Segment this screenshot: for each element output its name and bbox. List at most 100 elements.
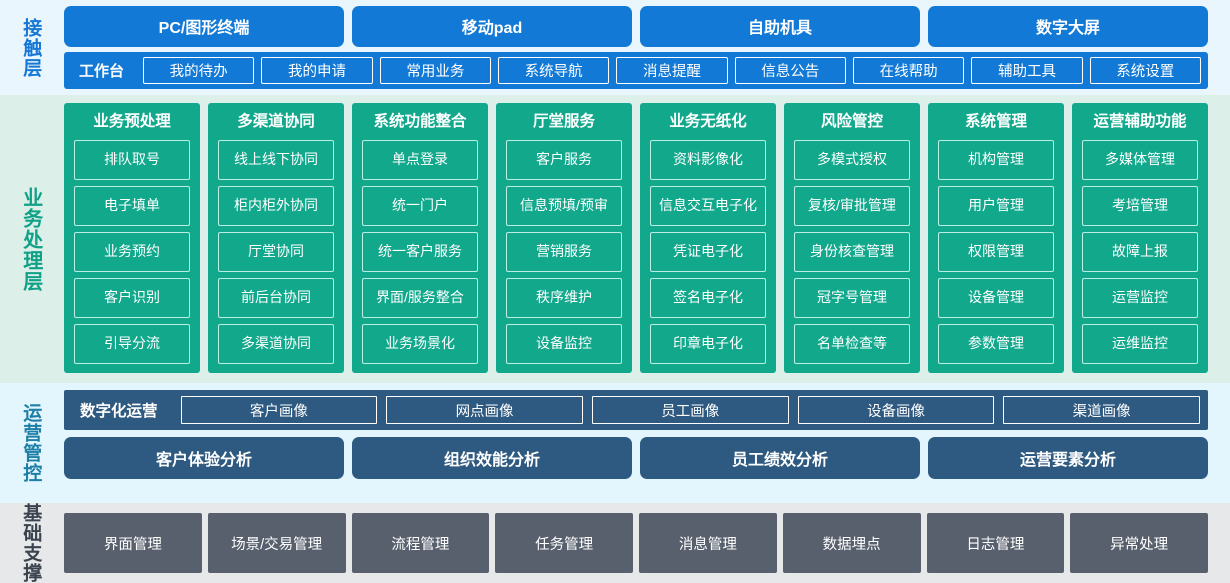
business-column-pre-processing: 业务预处理 排队取号 电子填单 业务预约 客户识别 引导分流 bbox=[64, 103, 200, 373]
business-item[interactable]: 设备管理 bbox=[938, 278, 1054, 318]
touch-layer-body: PC/图形终端 移动pad 自助机具 数字大屏 工作台 我的待办 我的申请 常用… bbox=[60, 0, 1230, 95]
workbench-item-aux-tools[interactable]: 辅助工具 bbox=[971, 56, 1083, 84]
foundation-item-scenario-transaction-management[interactable]: 场景/交易管理 bbox=[207, 513, 346, 573]
digital-operations-bar: 数字化运营 客户画像 网点画像 员工画像 设备画像 渠道画像 bbox=[64, 390, 1208, 430]
channel-label: 数字大屏 bbox=[1035, 20, 1100, 38]
business-item[interactable]: 线上线下协同 bbox=[218, 140, 334, 180]
analysis-row: 客户体验分析 组织效能分析 员工绩效分析 运营要素分析 bbox=[64, 437, 1208, 479]
business-item[interactable]: 印章电子化 bbox=[650, 324, 766, 364]
business-item[interactable]: 故障上报 bbox=[1082, 232, 1198, 272]
foundation-item-data-tracking[interactable]: 数据埋点 bbox=[782, 513, 921, 573]
channel-label: PC/图形终端 bbox=[158, 20, 250, 38]
business-item[interactable]: 业务预约 bbox=[74, 232, 190, 272]
business-item[interactable]: 排队取号 bbox=[74, 140, 190, 180]
business-item[interactable]: 引导分流 bbox=[74, 324, 190, 364]
business-column-risk-control: 风险管控 多模式授权 复核/审批管理 身份核查管理 冠字号管理 名单检查等 bbox=[784, 103, 920, 373]
business-column-title: 多渠道协同 bbox=[237, 113, 315, 130]
business-column-title: 业务预处理 bbox=[93, 113, 171, 130]
business-item[interactable]: 多模式授权 bbox=[794, 140, 910, 180]
business-item[interactable]: 名单检查等 bbox=[794, 324, 910, 364]
workbench-item-system-settings[interactable]: 系统设置 bbox=[1089, 56, 1201, 84]
business-item[interactable]: 业务场景化 bbox=[362, 324, 478, 364]
business-item[interactable]: 复核/审批管理 bbox=[794, 186, 910, 226]
business-item[interactable]: 运营监控 bbox=[1082, 278, 1198, 318]
portrait-item-employee[interactable]: 员工画像 bbox=[591, 396, 789, 424]
business-column-title: 运营辅助功能 bbox=[1093, 113, 1187, 130]
business-item[interactable]: 统一门户 bbox=[362, 186, 478, 226]
foundation-item-process-management[interactable]: 流程管理 bbox=[351, 513, 490, 573]
workbench-title: 工作台 bbox=[79, 62, 125, 80]
business-item[interactable]: 柜内柜外协同 bbox=[218, 186, 334, 226]
foundation-item-exception-handling[interactable]: 异常处理 bbox=[1070, 513, 1208, 573]
business-item[interactable]: 厅堂协同 bbox=[218, 232, 334, 272]
workbench-item-my-todo[interactable]: 我的待办 bbox=[143, 56, 255, 84]
business-item[interactable]: 凭证电子化 bbox=[650, 232, 766, 272]
business-column-multi-channel-collab: 多渠道协同 线上线下协同 柜内柜外协同 厅堂协同 前后台协同 多渠道协同 bbox=[208, 103, 344, 373]
foundation-item-message-management[interactable]: 消息管理 bbox=[639, 513, 777, 573]
business-layer-body: 业务预处理 排队取号 电子填单 业务预约 客户识别 引导分流 多渠道协同 线上线… bbox=[60, 95, 1230, 383]
foundation-item-ui-management[interactable]: 界面管理 bbox=[64, 513, 202, 573]
portrait-item-channel[interactable]: 渠道画像 bbox=[1003, 396, 1201, 424]
business-columns: 业务预处理 排队取号 电子填单 业务预约 客户识别 引导分流 多渠道协同 线上线… bbox=[64, 103, 1208, 373]
workbench-item-common-business[interactable]: 常用业务 bbox=[379, 56, 491, 84]
business-item[interactable]: 多媒体管理 bbox=[1082, 140, 1198, 180]
workbench-item-system-navigation[interactable]: 系统导航 bbox=[498, 56, 610, 84]
business-item[interactable]: 信息交互电子化 bbox=[650, 186, 766, 226]
business-item[interactable]: 冠字号管理 bbox=[794, 278, 910, 318]
business-layer: 业务处理层 业务预处理 排队取号 电子填单 业务预约 客户识别 引导分流 多渠道… bbox=[0, 95, 1230, 383]
business-column-title: 系统功能整合 bbox=[373, 113, 467, 130]
business-column-system-management: 系统管理 机构管理 用户管理 权限管理 设备管理 参数管理 bbox=[928, 103, 1064, 373]
business-item[interactable]: 统一客户服务 bbox=[362, 232, 478, 272]
business-column-title: 风险管控 bbox=[820, 113, 883, 130]
business-item[interactable]: 营销服务 bbox=[506, 232, 622, 272]
workbench-item-online-help[interactable]: 在线帮助 bbox=[852, 56, 965, 84]
business-item[interactable]: 多渠道协同 bbox=[218, 324, 334, 364]
portrait-item-customer[interactable]: 客户画像 bbox=[180, 396, 378, 424]
business-item[interactable]: 运维监控 bbox=[1082, 324, 1198, 364]
foundation-item-task-management[interactable]: 任务管理 bbox=[495, 513, 633, 573]
business-item[interactable]: 界面/服务整合 bbox=[362, 278, 478, 318]
foundation-layer: 基础支撑 界面管理 场景/交易管理 流程管理 任务管理 消息管理 数据埋点 日志… bbox=[0, 503, 1230, 583]
analysis-card-operation-factor[interactable]: 运营要素分析 bbox=[928, 437, 1208, 479]
business-item[interactable]: 电子填单 bbox=[74, 186, 190, 226]
workbench-item-info-announcement[interactable]: 信息公告 bbox=[734, 56, 846, 84]
workbench-item-my-application[interactable]: 我的申请 bbox=[261, 56, 373, 84]
channel-card-self-service[interactable]: 自助机具 bbox=[640, 6, 920, 47]
business-column-title: 厅堂服务 bbox=[532, 113, 595, 130]
business-item[interactable]: 签名电子化 bbox=[650, 278, 766, 318]
analysis-card-organization-efficiency[interactable]: 组织效能分析 bbox=[352, 437, 632, 479]
business-item[interactable]: 考培管理 bbox=[1082, 186, 1198, 226]
business-item[interactable]: 权限管理 bbox=[938, 232, 1054, 272]
channel-card-mobile-pad[interactable]: 移动pad bbox=[352, 6, 632, 47]
business-item[interactable]: 参数管理 bbox=[938, 324, 1054, 364]
portrait-item-branch[interactable]: 网点画像 bbox=[386, 396, 583, 424]
operations-layer: 运营管控 数字化运营 客户画像 网点画像 员工画像 设备画像 渠道画像 客户体验… bbox=[0, 383, 1230, 503]
business-item[interactable]: 设备监控 bbox=[506, 324, 622, 364]
business-item[interactable]: 资料影像化 bbox=[650, 140, 766, 180]
touch-layer: 接触层 PC/图形终端 移动pad 自助机具 数字大屏 工作台 我的待办 bbox=[0, 0, 1230, 95]
analysis-card-customer-experience[interactable]: 客户体验分析 bbox=[64, 437, 344, 479]
business-item[interactable]: 客户服务 bbox=[506, 140, 622, 180]
portrait-item-device[interactable]: 设备画像 bbox=[797, 396, 995, 424]
business-column-paperless: 业务无纸化 资料影像化 信息交互电子化 凭证电子化 签名电子化 印章电子化 bbox=[640, 103, 776, 373]
operations-layer-label: 运营管控 bbox=[20, 403, 42, 483]
foundation-row: 界面管理 场景/交易管理 流程管理 任务管理 消息管理 数据埋点 日志管理 异常… bbox=[64, 513, 1208, 573]
business-item[interactable]: 单点登录 bbox=[362, 140, 478, 180]
digital-operations-title: 数字化运营 bbox=[80, 403, 158, 420]
business-item[interactable]: 用户管理 bbox=[938, 186, 1054, 226]
foundation-item-log-management[interactable]: 日志管理 bbox=[926, 513, 1065, 573]
business-item[interactable]: 机构管理 bbox=[938, 140, 1054, 180]
channel-card-digital-screen[interactable]: 数字大屏 bbox=[928, 6, 1208, 47]
business-item[interactable]: 秩序维护 bbox=[506, 278, 622, 318]
workbench-bar: 工作台 我的待办 我的申请 常用业务 系统导航 消息提醒 信息公告 在线帮助 辅… bbox=[64, 51, 1208, 89]
channel-card-pc[interactable]: PC/图形终端 bbox=[64, 6, 344, 47]
workbench-item-message-reminder[interactable]: 消息提醒 bbox=[616, 56, 728, 84]
channel-label: 自助机具 bbox=[747, 20, 812, 38]
analysis-card-employee-performance[interactable]: 员工绩效分析 bbox=[640, 437, 920, 479]
business-item[interactable]: 前后台协同 bbox=[218, 278, 334, 318]
channel-label: 移动pad bbox=[461, 20, 523, 38]
business-item[interactable]: 身份核查管理 bbox=[794, 232, 910, 272]
business-item[interactable]: 信息预填/预审 bbox=[506, 186, 622, 226]
business-item[interactable]: 客户识别 bbox=[74, 278, 190, 318]
foundation-layer-label: 基础支撑 bbox=[20, 503, 42, 583]
